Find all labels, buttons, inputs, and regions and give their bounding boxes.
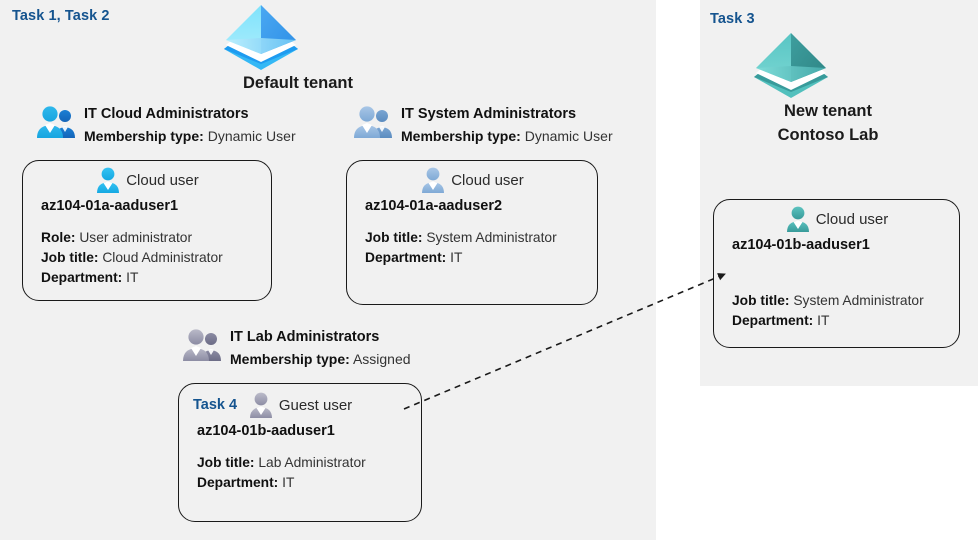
user-card-az104-01b-aaduser1-cloud: Cloud user az104-01b-aaduser1 Job title:… xyxy=(713,199,960,348)
user-card-az104-01a-aaduser2: Cloud user az104-01a-aaduser2 Job title:… xyxy=(346,160,598,305)
attr-department: Department: IT xyxy=(732,311,959,331)
attr-job-title: Job title: System Administrator xyxy=(732,291,959,311)
attr-label: Department: xyxy=(732,313,814,329)
attr-role: Role: User administrator xyxy=(41,228,271,248)
attr-department: Department: IT xyxy=(197,473,421,493)
attr-value: IT xyxy=(126,270,139,286)
group-membership-value: Dynamic User xyxy=(524,127,613,144)
attr-value: IT xyxy=(450,250,463,266)
new-tenant-name-line2: Contoso Lab xyxy=(777,125,879,144)
user-type-label: Guest user xyxy=(278,396,353,414)
azure-ad-tenant-icon xyxy=(222,2,374,72)
attr-label: Job title: xyxy=(197,455,255,470)
default-tenant: Default tenant xyxy=(222,2,374,96)
user-name: az104-01a-aaduser2 xyxy=(365,198,503,214)
new-tenant: New tenant Contoso Lab xyxy=(752,30,904,148)
group-membership-value: Assigned xyxy=(352,350,411,367)
group-membership-value: Dynamic User xyxy=(207,127,296,144)
attr-label: Department: xyxy=(41,270,123,286)
attr-value: IT xyxy=(817,313,830,329)
task-label-left: Task 1, Task 2 xyxy=(12,8,110,24)
attr-label: Job title: xyxy=(365,230,423,245)
attr-label: Department: xyxy=(365,250,447,266)
card-header: Cloud user xyxy=(347,161,597,194)
cloud-user-icon xyxy=(420,166,446,194)
attr-value: User administrator xyxy=(79,230,193,245)
user-attributes: Job title: Lab Administrator Department:… xyxy=(179,439,421,493)
azure-ad-tenant-icon xyxy=(752,30,904,100)
attr-label: Role: xyxy=(41,230,76,245)
group-name: IT Lab Administrators xyxy=(230,329,380,345)
user-attributes: Job title: System Administrator Departme… xyxy=(714,253,959,331)
group-users-icon xyxy=(36,104,78,140)
card-header: Task 4 Guest user xyxy=(179,384,421,419)
attr-label: Job title: xyxy=(732,293,790,308)
cloud-user-icon xyxy=(785,205,811,233)
user-card-az104-01b-aaduser1-guest: Task 4 Guest user az104-01b-aaduser1 Job… xyxy=(178,383,422,522)
user-type-label: Cloud user xyxy=(126,171,199,189)
attr-department: Department: IT xyxy=(41,268,271,288)
user-name: az104-01a-aaduser1 xyxy=(41,198,179,214)
default-tenant-name: Default tenant xyxy=(242,74,353,92)
group-membership-type: Membership type: Dynamic User xyxy=(401,126,613,147)
group-it-lab-administrators: IT Lab Administrators Membership type: A… xyxy=(182,327,411,370)
attr-department: Department: IT xyxy=(365,248,597,268)
guest-user-icon xyxy=(248,391,274,419)
attr-job-title: Job title: Lab Administrator xyxy=(197,453,421,473)
group-membership-type: Membership type: Dynamic User xyxy=(84,126,296,147)
group-users-icon xyxy=(182,327,224,363)
user-attributes: Job title: System Administrator Departme… xyxy=(347,214,597,268)
task-label-inline: Task 4 xyxy=(193,397,238,413)
cloud-user-icon xyxy=(95,166,121,194)
new-tenant-name-line1: New tenant xyxy=(783,102,872,120)
user-type-label: Cloud user xyxy=(451,171,524,189)
group-membership-label: Membership type: xyxy=(230,350,350,367)
attr-value: System Administrator xyxy=(793,293,924,308)
attr-value: IT xyxy=(282,475,295,491)
task-label-right: Task 3 xyxy=(710,11,755,27)
attr-label: Department: xyxy=(197,475,279,491)
attr-value: System Administrator xyxy=(426,230,557,245)
group-membership-label: Membership type: xyxy=(84,127,204,144)
user-attributes: Role: User administrator Job title: Clou… xyxy=(23,214,271,288)
group-name: IT Cloud Administrators xyxy=(84,106,249,122)
card-header: Cloud user xyxy=(714,200,959,233)
user-name: az104-01b-aaduser1 xyxy=(732,237,870,253)
group-it-cloud-administrators: IT Cloud Administrators Membership type:… xyxy=(36,104,296,147)
user-type-label: Cloud user xyxy=(815,210,889,228)
group-it-system-administrators: IT System Administrators Membership type… xyxy=(353,104,613,147)
card-header: Cloud user xyxy=(23,161,271,194)
user-name: az104-01b-aaduser1 xyxy=(197,423,335,439)
group-membership-type: Membership type: Assigned xyxy=(230,349,411,370)
group-name: IT System Administrators xyxy=(401,106,577,122)
group-membership-label: Membership type: xyxy=(401,127,521,144)
group-users-icon xyxy=(353,104,395,140)
attr-job-title: Job title: System Administrator xyxy=(365,228,597,248)
attr-label: Job title: xyxy=(41,250,99,266)
attr-value: Cloud Administrator xyxy=(102,250,223,266)
user-card-az104-01a-aaduser1: Cloud user az104-01a-aaduser1 Role: User… xyxy=(22,160,272,301)
attr-value: Lab Administrator xyxy=(258,455,366,470)
attr-job-title: Job title: Cloud Administrator xyxy=(41,248,271,268)
